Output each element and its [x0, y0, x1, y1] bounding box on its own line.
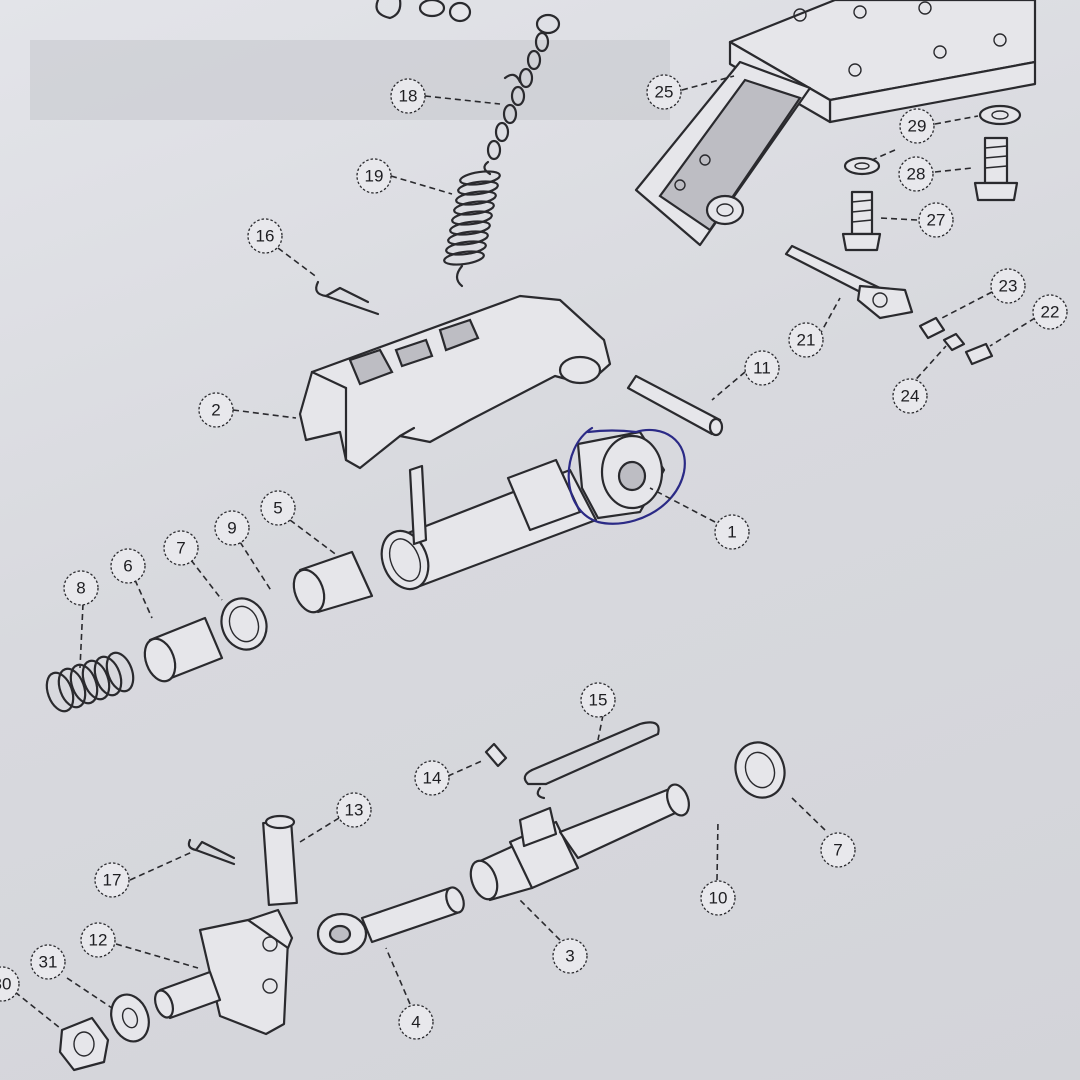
- callout-23-label: 23: [999, 277, 1018, 296]
- callout-17-label: 17: [103, 871, 122, 890]
- callout-19-label: 19: [365, 167, 384, 186]
- callout-21-label: 21: [797, 331, 816, 350]
- callout-6-label: 6: [123, 557, 132, 576]
- callout-7-upper-label: 7: [176, 539, 185, 558]
- callout-10-label: 10: [709, 889, 728, 908]
- part-15-cotter-pin: [523, 721, 660, 800]
- part-25-mounting-bracket: [634, 0, 1037, 247]
- callout-15: 15: [580, 682, 616, 718]
- callout-14: 14: [414, 760, 450, 796]
- callout-2: 2: [198, 392, 234, 428]
- leader-lines: [14, 75, 1036, 1029]
- part-17-cotter: [187, 838, 236, 866]
- part-29-washers: [843, 104, 1022, 176]
- callout-19: 19: [356, 158, 392, 194]
- callout-2-label: 2: [211, 401, 220, 420]
- part-3-shaft: [469, 783, 690, 902]
- callout-8-label: 8: [76, 579, 85, 598]
- part-27-bolt: [841, 190, 882, 252]
- part-7-ring-lower: [734, 741, 786, 799]
- part-22-screw: [964, 342, 994, 366]
- callout-14-label: 14: [423, 769, 442, 788]
- callout-12: 12: [80, 922, 116, 958]
- part-30-nut: [58, 1016, 110, 1072]
- pen-annotation-circle: [567, 426, 686, 525]
- callout-6: 6: [110, 548, 146, 584]
- part-19-extension-spring: [443, 160, 501, 288]
- callout-28: 28: [898, 156, 934, 192]
- callout-31-label: 31: [39, 953, 58, 972]
- callout-10: 10: [700, 880, 736, 916]
- callout-27-label: 27: [927, 211, 946, 230]
- callout-24-label: 24: [901, 387, 920, 406]
- part-5-bushing: [292, 550, 374, 614]
- callout-16-label: 16: [256, 227, 275, 246]
- scan-shadow: [30, 40, 670, 120]
- callout-17: 17: [94, 862, 130, 898]
- callouts: 18 19 16 2 25 29 28 27 23 22 21 24 11 1 …: [0, 74, 1068, 1040]
- callout-5: 5: [260, 490, 296, 526]
- part-23-sleeve: [918, 316, 946, 340]
- part-21-eye-pin: [784, 244, 914, 320]
- callout-25-label: 25: [655, 83, 674, 102]
- callout-16: 16: [247, 218, 283, 254]
- callout-8: 8: [63, 570, 99, 606]
- callout-4: 4: [398, 1004, 434, 1040]
- callout-30-label: 30: [0, 975, 11, 994]
- part-8-compression-spring: [45, 651, 135, 713]
- part-16-hair-pin: [315, 280, 380, 316]
- callout-18-label: 18: [399, 87, 418, 106]
- part-2-hitch-body: [298, 294, 612, 470]
- callout-28-label: 28: [907, 165, 926, 184]
- callout-3-label: 3: [565, 947, 574, 966]
- part-28-bolt: [973, 136, 1019, 202]
- callout-13-label: 13: [345, 801, 364, 820]
- callout-30: 30: [0, 966, 20, 1002]
- callout-1-label: 1: [727, 523, 736, 542]
- part-6-sleeve: [143, 616, 224, 683]
- callout-24: 24: [892, 378, 928, 414]
- callout-31: 31: [30, 944, 66, 980]
- callout-25: 25: [646, 74, 682, 110]
- callout-23: 23: [990, 268, 1026, 304]
- callout-7-lower-label: 7: [833, 841, 842, 860]
- callout-3: 3: [552, 938, 588, 974]
- part-4-eye-bolt: [316, 886, 465, 956]
- part-1-coupler-tube: [380, 430, 666, 591]
- part-24-nut: [942, 332, 966, 352]
- part-18-chain: [486, 13, 561, 161]
- part-13-pin: [262, 814, 298, 906]
- part-11-pin: [626, 374, 724, 437]
- part-top-clip-hardware: [375, 0, 472, 23]
- callout-9-label: 9: [227, 519, 236, 538]
- part-31-washer: [110, 993, 150, 1043]
- part-7-ring-upper: [220, 597, 268, 651]
- callout-13: 13: [336, 792, 372, 828]
- callout-11: 11: [744, 350, 780, 386]
- callout-7-upper: 7: [163, 530, 199, 566]
- part-12-bracket-shaft: [153, 908, 294, 1036]
- callout-15-label: 15: [589, 691, 608, 710]
- callout-29: 29: [899, 108, 935, 144]
- callout-22: 22: [1032, 294, 1068, 330]
- callout-4-label: 4: [411, 1013, 420, 1032]
- callout-5-label: 5: [273, 499, 282, 518]
- callout-29-label: 29: [908, 117, 927, 136]
- callout-9: 9: [214, 510, 250, 546]
- callout-18: 18: [390, 78, 426, 114]
- part-14-roll-pin: [484, 742, 508, 768]
- callout-11-label: 11: [753, 359, 771, 378]
- callout-1: 1: [714, 514, 750, 550]
- callout-7-lower: 7: [820, 832, 856, 868]
- callout-22-label: 22: [1041, 303, 1060, 322]
- callout-12-label: 12: [89, 931, 108, 950]
- callout-27: 27: [918, 202, 954, 238]
- callout-21: 21: [788, 322, 824, 358]
